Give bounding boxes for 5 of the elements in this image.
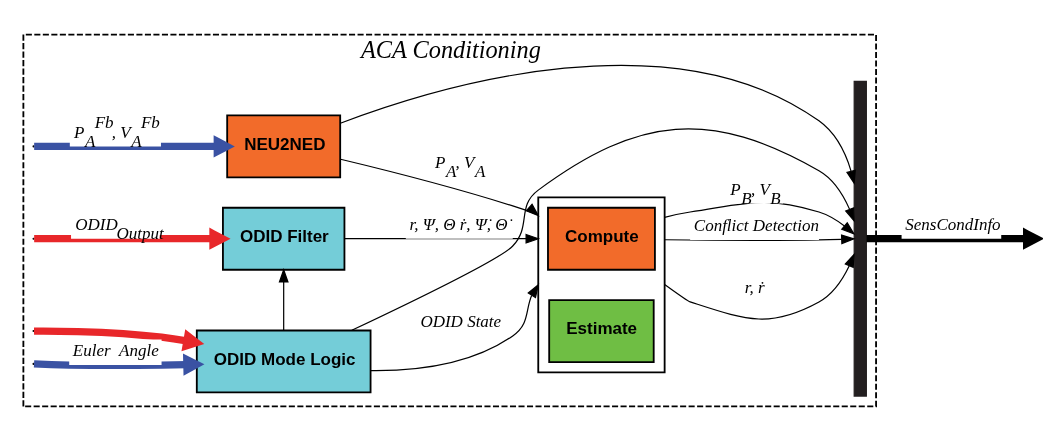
- edge-label: ODID State: [420, 312, 502, 332]
- edge-label: SensCondInfo: [905, 214, 1001, 234]
- edge-label: Euler Angle: [72, 341, 159, 361]
- edge-label: Conflict Detection: [693, 216, 819, 236]
- edge-label: r, ṙ: [744, 278, 765, 298]
